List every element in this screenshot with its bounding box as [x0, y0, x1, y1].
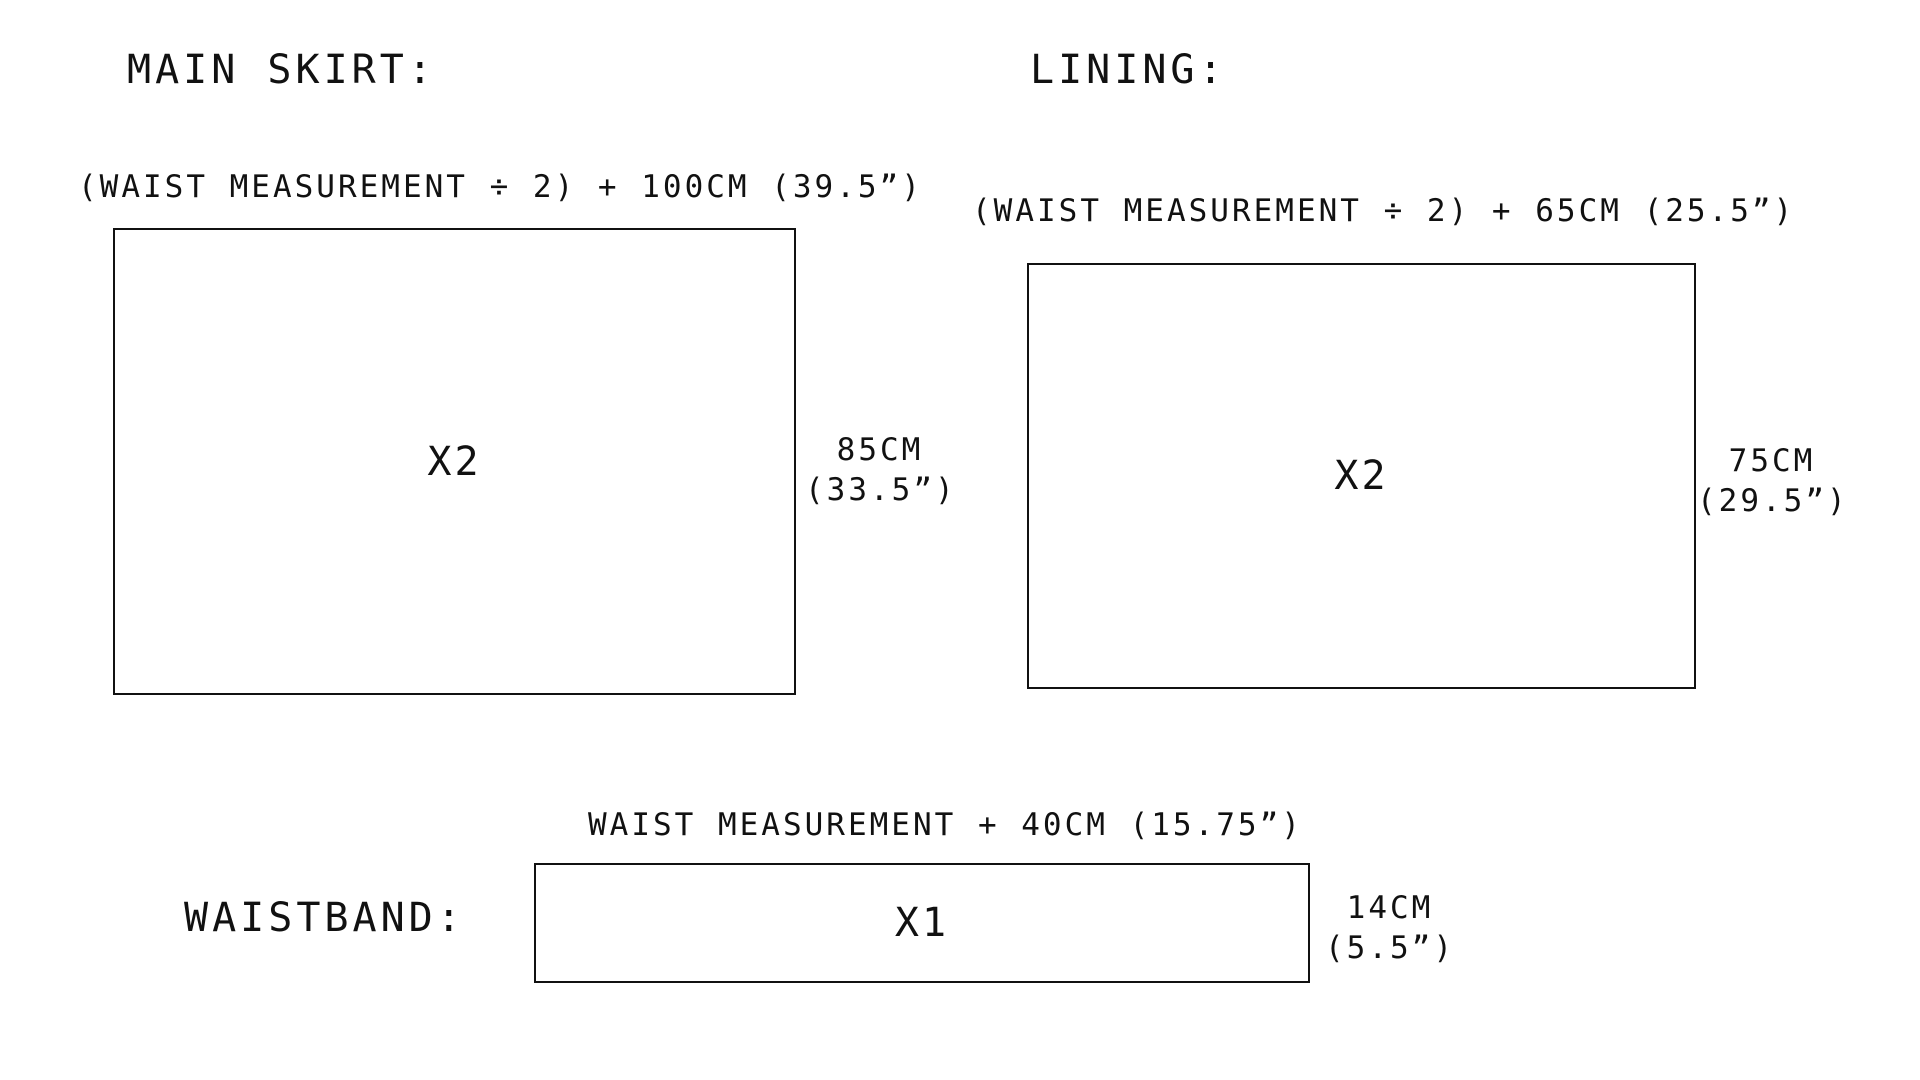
- main-skirt-width-formula: (WAIST MEASUREMENT ÷ 2) + 100CM (39.5”): [78, 169, 923, 205]
- lining-height-label: 75CM (29.5”): [1697, 441, 1847, 521]
- waistband-quantity: X1: [894, 900, 950, 946]
- lining-height-metric: 75CM: [1728, 443, 1816, 479]
- main-skirt-title: MAIN SKIRT:: [127, 47, 436, 93]
- main-skirt-height-label: 85CM (33.5”): [805, 430, 955, 510]
- waistband-panel: X1: [534, 863, 1310, 983]
- waistband-title: WAISTBAND:: [184, 895, 465, 941]
- waistband-width-formula: WAIST MEASUREMENT + 40CM (15.75”): [588, 807, 1303, 843]
- lining-width-formula: (WAIST MEASUREMENT ÷ 2) + 65CM (25.5”): [972, 193, 1796, 229]
- waistband-height-label: 14CM (5.5”): [1315, 888, 1465, 968]
- waistband-height-imperial: (5.5”): [1325, 930, 1455, 966]
- main-skirt-quantity: X2: [427, 438, 482, 485]
- lining-quantity: X2: [1334, 453, 1389, 499]
- main-skirt-height-metric: 85CM: [836, 432, 924, 468]
- lining-title: LINING:: [1030, 47, 1227, 93]
- waistband-height-metric: 14CM: [1346, 890, 1434, 926]
- lining-height-imperial: (29.5”): [1697, 483, 1849, 519]
- lining-panel: X2: [1027, 263, 1696, 689]
- main-skirt-panel: X2: [113, 228, 796, 695]
- main-skirt-height-imperial: (33.5”): [805, 472, 957, 508]
